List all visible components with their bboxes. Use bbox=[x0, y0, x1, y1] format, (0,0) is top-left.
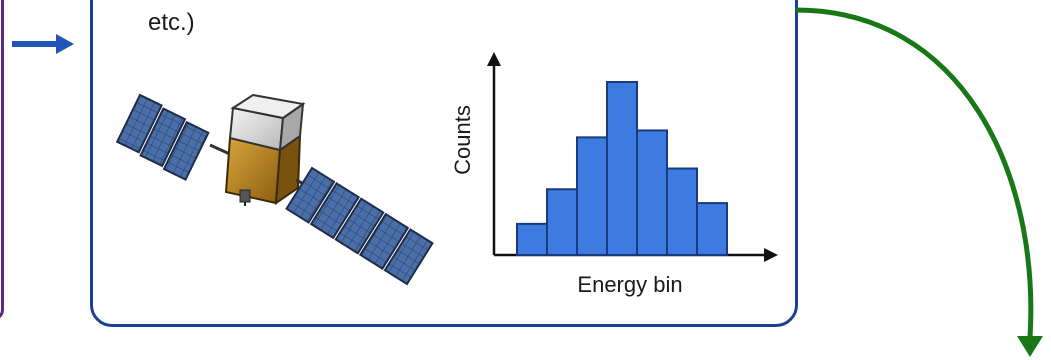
y-axis-label: Counts bbox=[450, 105, 475, 175]
histogram-bar bbox=[576, 136, 608, 256]
histogram-bar bbox=[606, 81, 638, 256]
detector-panel bbox=[90, 0, 798, 327]
histogram-bar bbox=[636, 129, 668, 256]
x-axis-label: Energy bin bbox=[577, 272, 682, 297]
histogram-bar bbox=[696, 202, 728, 257]
curved-arrow-down-icon bbox=[795, 7, 1043, 357]
histogram-bar bbox=[666, 167, 698, 256]
histogram-bar bbox=[546, 188, 578, 256]
histogram-bar bbox=[516, 222, 548, 256]
satellite-icon bbox=[115, 93, 434, 286]
histogram-bars bbox=[516, 81, 728, 257]
panel-caption: etc.) bbox=[148, 9, 195, 36]
arrow-right-icon bbox=[12, 34, 74, 54]
